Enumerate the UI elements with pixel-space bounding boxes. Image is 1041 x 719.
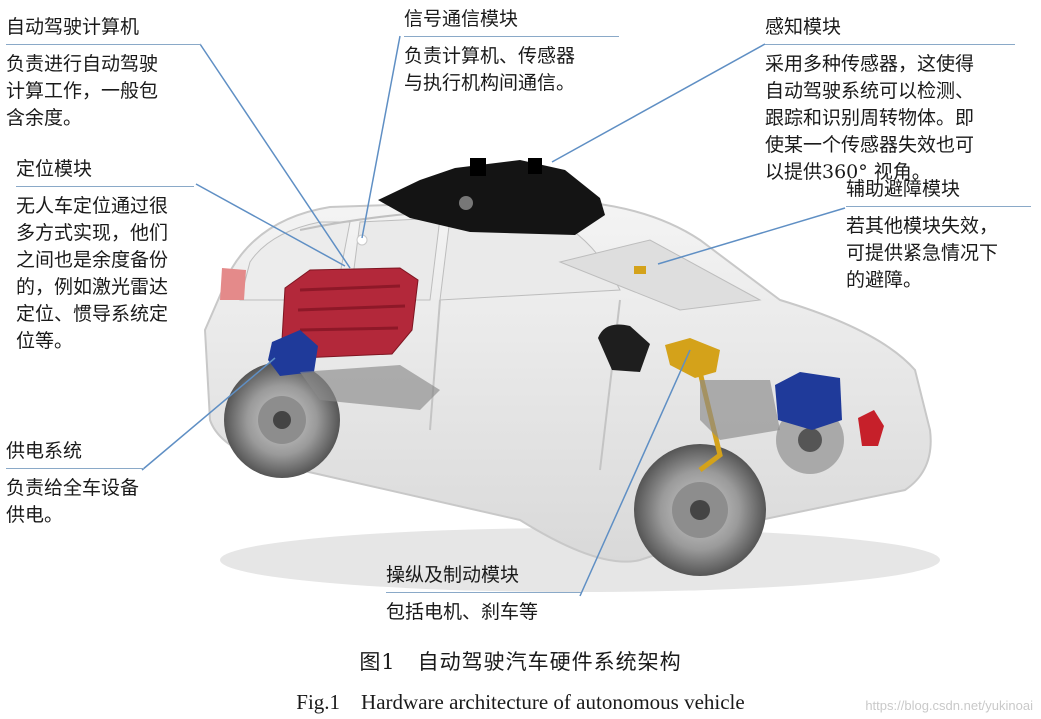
windshield-sensor	[634, 266, 646, 274]
callout-computer: 自动驾驶计算机 负责进行自动驾驶 计算工作，一般包 含余度。	[6, 14, 201, 132]
callout-perception: 感知模块 采用多种传感器，这使得 自动驾驶系统可以检测、 跟踪和识别周转物体。即…	[765, 14, 1015, 186]
power-line: 供电。	[6, 504, 64, 526]
leader-line-signal	[361, 35, 401, 239]
windshield	[558, 239, 762, 311]
callout-power: 供电系统 负责给全车设备 供电。	[6, 438, 144, 529]
avoidance-rule	[846, 206, 1031, 207]
positioning-rule	[16, 186, 194, 187]
power-title: 供电系统	[6, 440, 83, 462]
watermark: https://blog.csdn.net/yukinoai	[865, 698, 1033, 713]
control-title: 操纵及制动模块	[386, 564, 520, 586]
roof-sensor-rig	[378, 160, 605, 235]
callout-signal: 信号通信模块 负责计算机、传感器 与执行机构间通信。	[404, 6, 619, 97]
computer-line: 计算工作，一般包	[6, 80, 159, 102]
signal-line: 负责计算机、传感器	[404, 45, 576, 67]
control-line: 包括电机、刹车等	[386, 601, 539, 623]
positioning-title: 定位模块	[16, 158, 93, 180]
perception-line: 使某一个传感器失效也可	[765, 134, 975, 156]
leader-line-power	[141, 357, 276, 471]
front-wheel	[634, 444, 766, 576]
control-block	[665, 338, 720, 378]
avoidance-title: 辅助避障模块	[846, 178, 961, 200]
positioning-line: 定位、惯导系统定	[16, 303, 169, 325]
figure-caption-zh: 图1 自动驾驶汽车硬件系统架构	[359, 650, 682, 674]
avoidance-line: 的避障。	[846, 269, 923, 291]
front-motor	[700, 380, 780, 440]
power-block	[268, 330, 318, 376]
perception-rule	[765, 44, 1015, 45]
positioning-line: 位等。	[16, 330, 74, 352]
perception-line: 自动驾驶系统可以检测、	[765, 80, 975, 102]
leader-line-computer	[199, 43, 351, 269]
rear-wheel	[224, 362, 340, 478]
vehicle-illustration	[141, 35, 940, 597]
leader-line-control	[579, 349, 691, 597]
positioning-line: 无人车定位通过很	[16, 195, 169, 217]
avoidance-line: 可提供紧急情况下	[846, 242, 999, 264]
emergency-unit	[858, 410, 884, 446]
leader-line-avoidance	[657, 207, 846, 265]
roof-sensor-camera	[528, 158, 542, 174]
signal-line: 与执行机构间通信。	[404, 72, 576, 94]
perception-line: 跟踪和识别周转物体。即	[765, 107, 975, 129]
signal-rule	[404, 36, 619, 37]
perception-line: 采用多种传感器，这使得	[765, 53, 975, 75]
roof-sensor-lens	[459, 196, 473, 210]
leader-line-perception	[551, 43, 766, 163]
side-mirror	[598, 324, 650, 372]
callout-positioning: 定位模块 无人车定位通过很 多方式实现，他们 之间也是余度备份 的，例如激光雷达…	[16, 156, 194, 355]
rear-suspension	[300, 365, 440, 410]
signal-title: 信号通信模块	[404, 8, 519, 30]
computer-rule	[6, 44, 201, 45]
computer-title: 自动驾驶计算机	[6, 16, 140, 38]
front-electronics	[775, 372, 842, 430]
positioning-line: 之间也是余度备份	[16, 249, 169, 271]
avoidance-line: 若其他模块失效，	[846, 215, 999, 237]
tail-light	[220, 268, 246, 300]
perception-title: 感知模块	[765, 16, 842, 38]
callout-avoidance: 辅助避障模块 若其他模块失效， 可提供紧急情况下 的避障。	[846, 176, 1031, 294]
power-rule	[6, 468, 144, 469]
perception-line: 以提供360° 视角。	[765, 161, 931, 183]
computer-block-details	[297, 284, 406, 332]
positioning-line: 多方式实现，他们	[16, 222, 169, 244]
control-rule	[386, 592, 581, 593]
leader-line-positioning	[195, 183, 346, 267]
callout-control: 操纵及制动模块 包括电机、刹车等	[386, 562, 581, 626]
roof-sensor-lidar	[470, 158, 486, 176]
power-line: 负责给全车设备	[6, 477, 140, 499]
positioning-line: 的，例如激光雷达	[16, 276, 169, 298]
computer-line: 含余度。	[6, 107, 83, 129]
figure-caption-en: Fig.1 Hardware architecture of autonomou…	[296, 690, 745, 714]
computer-line: 负责进行自动驾驶	[6, 53, 159, 75]
ground-shadow	[220, 528, 940, 592]
